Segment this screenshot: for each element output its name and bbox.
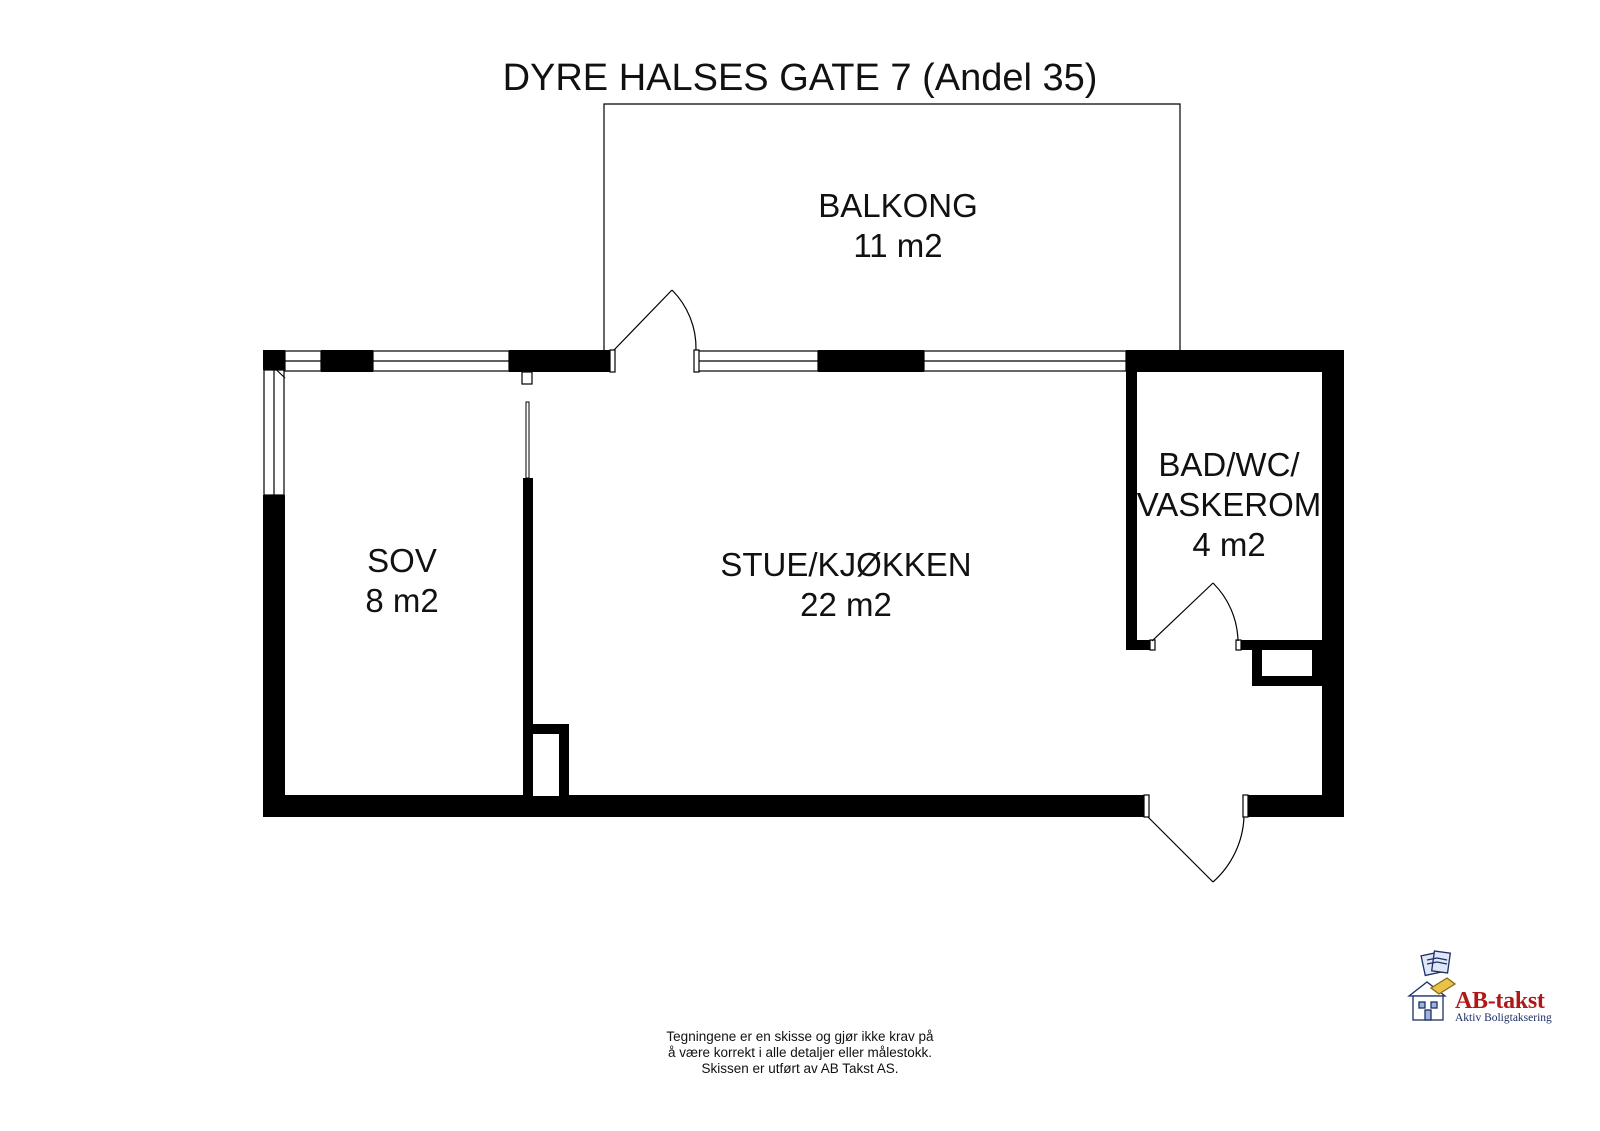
plan-title: DYRE HALSES GATE 7 (Andel 35) — [503, 57, 1098, 99]
disclaimer-line3: Skissen er utført av AB Takst AS. — [701, 1061, 899, 1076]
interior-wall-sov — [521, 371, 569, 798]
disclaimer: Tegningene er en skisse og gjør ikke kra… — [590, 1029, 1010, 1077]
windows — [263, 350, 1127, 496]
disclaimer-line2: å være korrekt i alle detaljer eller mål… — [667, 1045, 933, 1060]
balcony-door — [609, 289, 700, 373]
bathroom-door — [1149, 582, 1242, 651]
bad-name-line2: VASKEROM — [1137, 486, 1322, 523]
balcony-outline — [603, 103, 1181, 350]
disclaimer-line1: Tegningene er en skisse og gjør ikke kra… — [666, 1029, 934, 1044]
doors — [609, 289, 1249, 883]
sov-area: 8 m2 — [365, 582, 438, 619]
balkong-name: BALKONG — [818, 187, 978, 224]
bad-area: 4 m2 — [1192, 526, 1265, 563]
sov-name: SOV — [367, 542, 437, 579]
logo-brand: AB-takst — [1455, 988, 1545, 1014]
ab-takst-logo: AB-takst Aktiv Boligtaksering — [1405, 948, 1555, 1026]
house-documents-icon — [1407, 950, 1457, 1021]
logo-tagline: Aktiv Boligtaksering — [1455, 1012, 1552, 1024]
entrance-door — [1143, 794, 1249, 883]
bathroom-walls — [1126, 372, 1322, 686]
stue-area: 22 m2 — [800, 586, 892, 623]
bad-name-line1: BAD/WC/ — [1158, 446, 1300, 483]
balkong-area: 11 m2 — [853, 227, 942, 264]
stue-name: STUE/KJØKKEN — [720, 546, 971, 583]
outer-walls — [263, 350, 1344, 817]
